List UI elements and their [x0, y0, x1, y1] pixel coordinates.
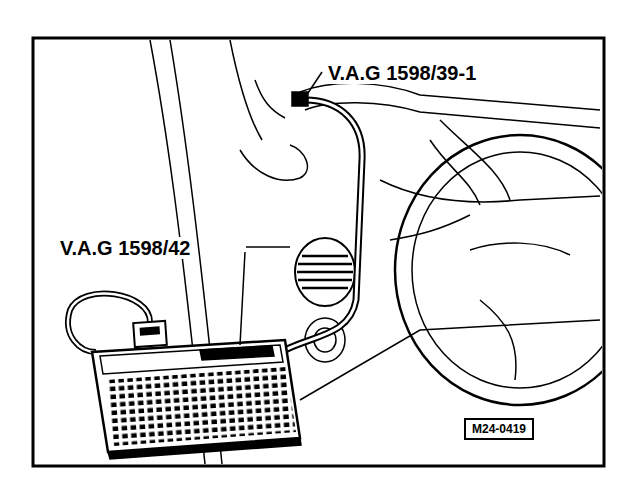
figure-frame [33, 38, 604, 466]
leader-line [246, 246, 290, 248]
vent-slats [297, 256, 353, 288]
instrument-cowl [430, 120, 510, 205]
diagnostic-cable [285, 100, 362, 350]
tester-connector [133, 321, 167, 347]
tester-keypad [106, 367, 296, 446]
diagnostic-plug [292, 92, 308, 106]
figure-number: M24-0419 [464, 418, 534, 440]
trim-line [230, 40, 262, 140]
trim-line [255, 80, 285, 118]
leader-line [306, 72, 322, 96]
steering-wheel [395, 135, 602, 405]
part-number: V.A.G 1598/42 [58, 237, 192, 259]
steering-wheel [412, 152, 602, 388]
tester-display [200, 346, 274, 360]
wheel-spoke [470, 243, 570, 380]
air-vent [295, 238, 355, 306]
tester-connector [140, 326, 161, 335]
leader-line [240, 252, 245, 345]
part-number: V.A.G 1598/39-1 [326, 62, 478, 84]
dash-top [300, 83, 600, 110]
tester-body [92, 340, 300, 452]
diagnostic-cable [285, 100, 362, 350]
handle-shape [240, 145, 307, 180]
